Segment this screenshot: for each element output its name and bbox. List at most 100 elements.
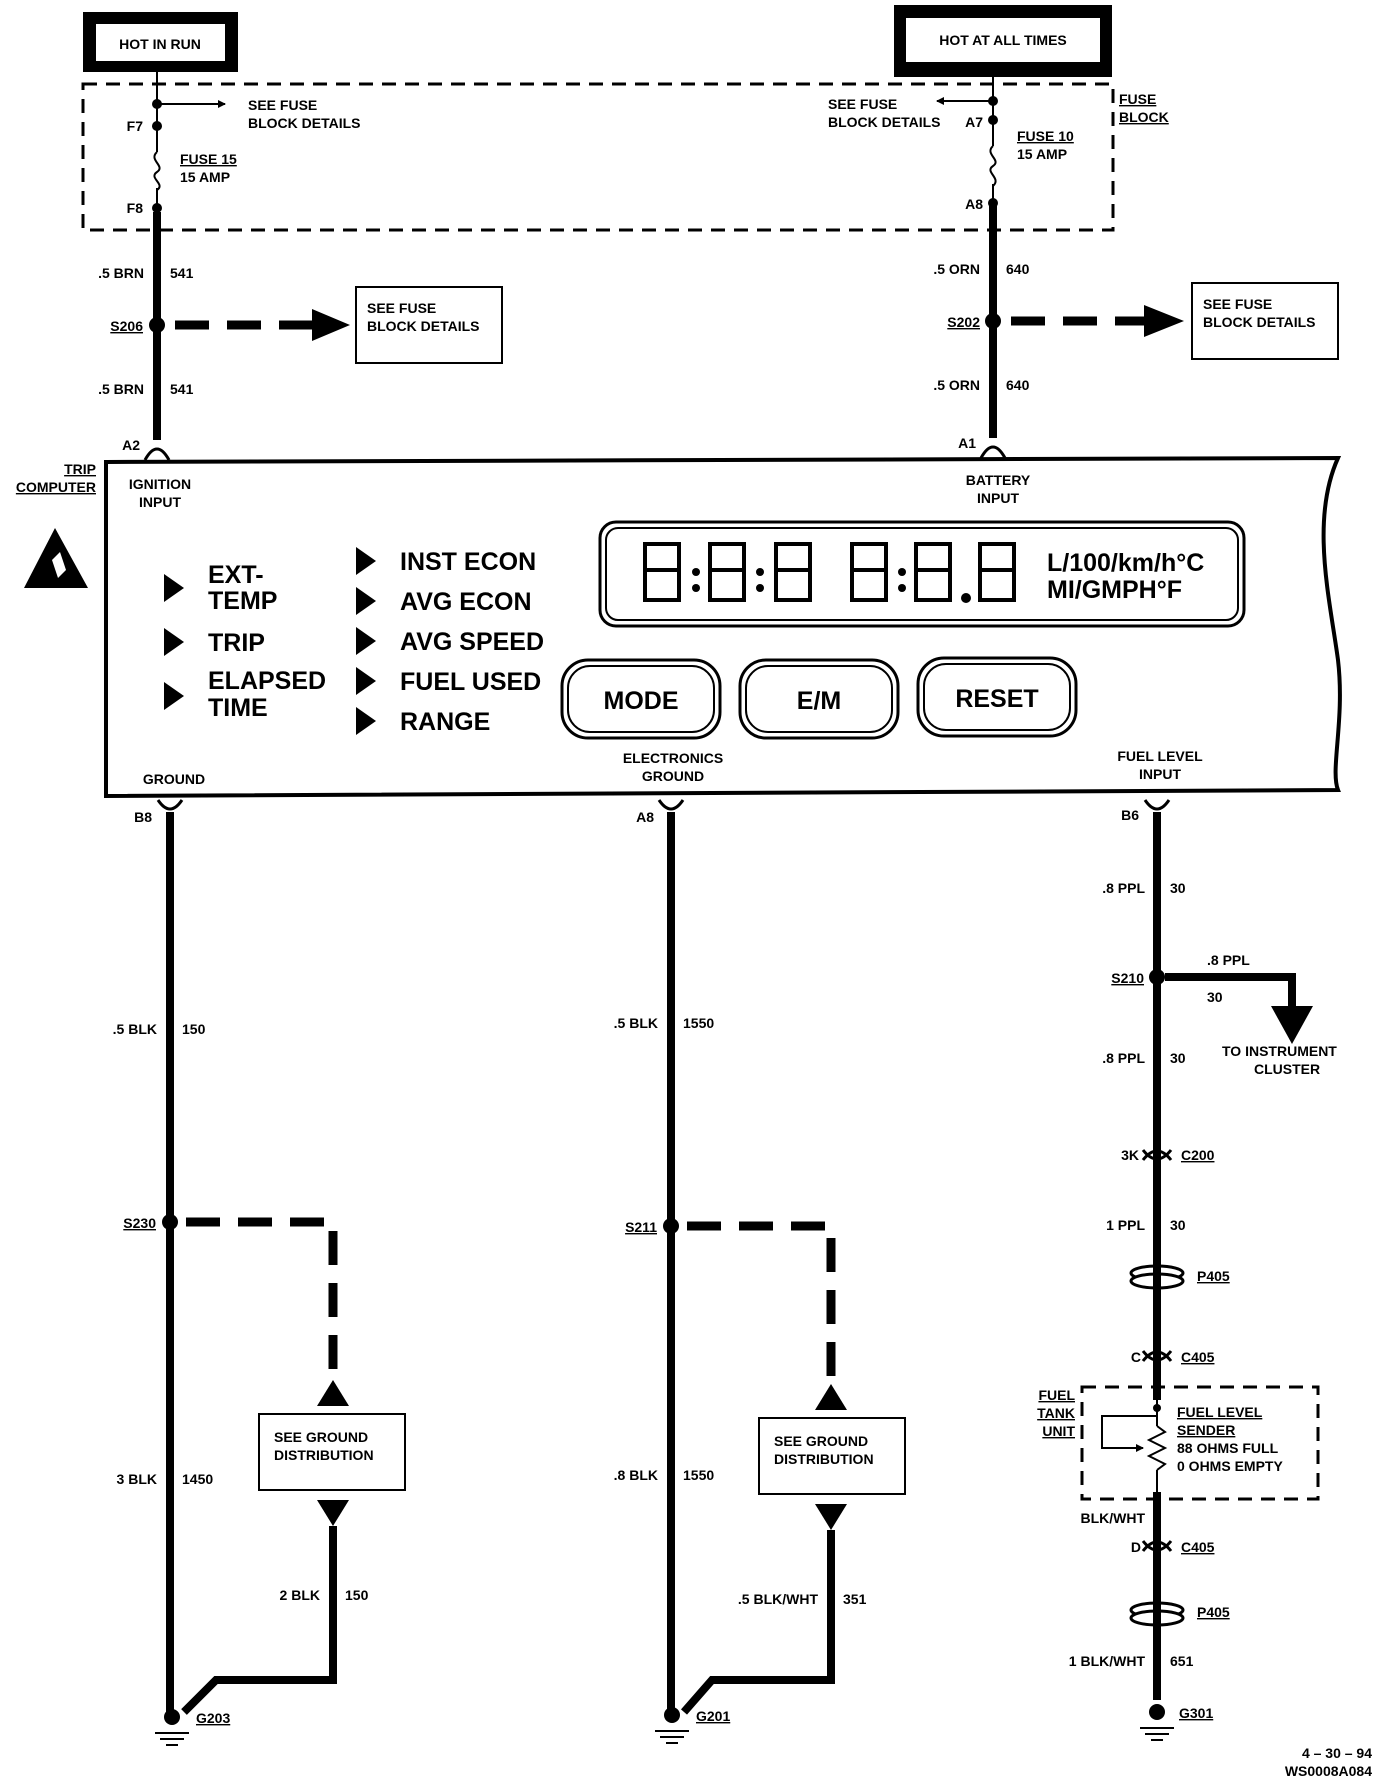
- hot-at-all-times-box: HOT AT ALL TIMES: [894, 5, 1112, 77]
- indicator-inst-econ-icon: [356, 547, 376, 575]
- connector-a8-icon: [657, 799, 685, 811]
- hot-in-run-box: HOT IN RUN: [83, 12, 238, 72]
- indicator-ext-temp-2: TEMP: [208, 587, 277, 615]
- see-fuse-left-2: BLOCK DETAILS: [367, 318, 480, 334]
- circuit-640-upper: 640: [1006, 261, 1030, 277]
- pin-f8: F8: [127, 200, 144, 216]
- circuit-351-label: 351: [843, 1591, 867, 1607]
- indicator-inst-econ: INST ECON: [400, 548, 536, 576]
- fuel-tank-unit-2: TANK: [1037, 1405, 1075, 1421]
- em-button[interactable]: E/M: [738, 658, 900, 740]
- indicator-elapsed-time-icon: [164, 682, 184, 710]
- connector-c200: C200: [1181, 1147, 1215, 1163]
- splice-s230: S230: [123, 1215, 156, 1231]
- fuel-level-input-1: FUEL LEVEL: [1117, 748, 1203, 764]
- indicator-elapsed-time-1: ELAPSED: [208, 667, 326, 695]
- connector-a2: A2: [122, 437, 140, 453]
- see-ground-mid-1: SEE GROUND: [774, 1433, 868, 1449]
- ground-label: GROUND: [143, 771, 205, 787]
- mode-button[interactable]: MODE: [560, 658, 722, 740]
- battery-input-2: INPUT: [977, 490, 1019, 506]
- mode-button-label: MODE: [604, 687, 679, 715]
- wire-541-lower: .5 BRN: [98, 381, 144, 397]
- indicator-trip: TRIP: [208, 629, 265, 657]
- see-ground-mid-2: DISTRIBUTION: [774, 1451, 874, 1467]
- splice-s202-dot: [985, 313, 1001, 329]
- splice-s211: S211: [625, 1219, 657, 1235]
- see-fuse-right-1: SEE FUSE: [1203, 296, 1272, 312]
- wire-1450-label: 3 BLK: [117, 1471, 157, 1487]
- indicator-ext-temp-1: EXT-: [208, 561, 264, 589]
- fuel-level-sender-1: FUEL LEVEL: [1177, 1404, 1263, 1420]
- ground-g301-icon: [1140, 1704, 1174, 1741]
- wire-150-branch-label: 2 BLK: [280, 1587, 320, 1603]
- connector-a1-icon: [979, 445, 1007, 459]
- fuse-block-label-2: BLOCK: [1119, 109, 1169, 125]
- circuit-651-label: 651: [1170, 1653, 1194, 1669]
- circuit-1450-label: 1450: [182, 1471, 213, 1487]
- connector-b6-icon: [1143, 799, 1171, 811]
- see-fuse-left-1: SEE FUSE: [367, 300, 436, 316]
- wire-640-lower: .5 ORN: [933, 377, 980, 393]
- fuse-10-name: FUSE 10: [1017, 128, 1074, 144]
- electronics-ground-2: GROUND: [642, 768, 704, 784]
- fuse-15-rating: 15 AMP: [180, 169, 230, 185]
- wire-351-label: .5 BLK/WHT: [738, 1591, 819, 1607]
- connector-b8: B8: [134, 809, 152, 825]
- connector-c405-top-icon: [1141, 1350, 1173, 1362]
- display-outer: [598, 520, 1246, 628]
- splice-s206-dot: [149, 317, 165, 333]
- footer-date: 4 – 30 – 94: [1302, 1745, 1372, 1761]
- pin-a8: A8: [965, 196, 983, 212]
- ground-g203-icon: [155, 1709, 189, 1746]
- reset-button-label: RESET: [955, 685, 1038, 713]
- circuit-541-upper: 541: [170, 265, 194, 281]
- indicator-avg-econ: AVG ECON: [400, 588, 532, 616]
- indicator-range: RANGE: [400, 708, 490, 736]
- reset-button[interactable]: RESET: [916, 656, 1078, 738]
- p405-bottom: P405: [1197, 1604, 1230, 1620]
- indicator-elapsed-time-2: TIME: [208, 694, 268, 722]
- electronics-ground-1: ELECTRONICS: [623, 750, 723, 766]
- see-ground-left-1: SEE GROUND: [274, 1429, 368, 1445]
- ground-g203: G203: [196, 1710, 230, 1726]
- ground-g301: G301: [1179, 1705, 1213, 1721]
- splice-s210: S210: [1111, 970, 1144, 986]
- fuse-10-icon: [989, 145, 997, 187]
- ignition-input-2: INPUT: [139, 494, 181, 510]
- hot-in-run-label: HOT IN RUN: [119, 36, 201, 52]
- trip-computer-label-2: COMPUTER: [16, 479, 96, 495]
- ignition-input-1: IGNITION: [129, 476, 191, 492]
- wire-30-c: 1 PPL: [1106, 1217, 1145, 1233]
- display-units-metric: L/100/km/h°C: [1047, 549, 1204, 577]
- see-fuse-right-2: BLOCK DETAILS: [1203, 314, 1316, 330]
- indicator-avg-speed-icon: [356, 627, 376, 655]
- circuit-541-lower: 541: [170, 381, 194, 397]
- branch-wire-label: .8 PPL: [1207, 952, 1250, 968]
- fuel-tank-unit-outline: [1080, 1385, 1320, 1501]
- indicator-avg-econ-icon: [356, 587, 376, 615]
- fuse-block-outline: [81, 82, 1115, 232]
- connector-c405-bottom: C405: [1181, 1539, 1215, 1555]
- wire-541-upper: .5 BRN: [98, 265, 144, 281]
- trip-computer-label-1: TRIP: [64, 461, 96, 477]
- ground-g201-icon: [655, 1707, 689, 1744]
- wire-30-b: .8 PPL: [1102, 1050, 1145, 1066]
- fuel-level-sender-4: 0 OHMS EMPTY: [1177, 1458, 1283, 1474]
- p405-top: P405: [1197, 1268, 1230, 1284]
- wire-1550-lower: .8 BLK: [614, 1467, 658, 1483]
- right-fuse-see-2: BLOCK DETAILS: [828, 114, 941, 130]
- footer-code: WS0008A084: [1285, 1763, 1372, 1778]
- connector-c200-icon: [1141, 1149, 1173, 1161]
- see-ground-box-left: [258, 1413, 406, 1491]
- wire-150-label: .5 BLK: [113, 1021, 157, 1037]
- connector-b6: B6: [1121, 807, 1139, 823]
- em-button-label: E/M: [797, 687, 841, 715]
- esd-warning-icon: [24, 528, 88, 588]
- left-fuse-see-1: SEE FUSE: [248, 97, 317, 113]
- see-fuse-box-right: [1191, 282, 1339, 360]
- fuse-block-label-1: FUSE: [1119, 91, 1156, 107]
- pin-a7: A7: [965, 114, 983, 130]
- indicator-trip-icon: [164, 628, 184, 656]
